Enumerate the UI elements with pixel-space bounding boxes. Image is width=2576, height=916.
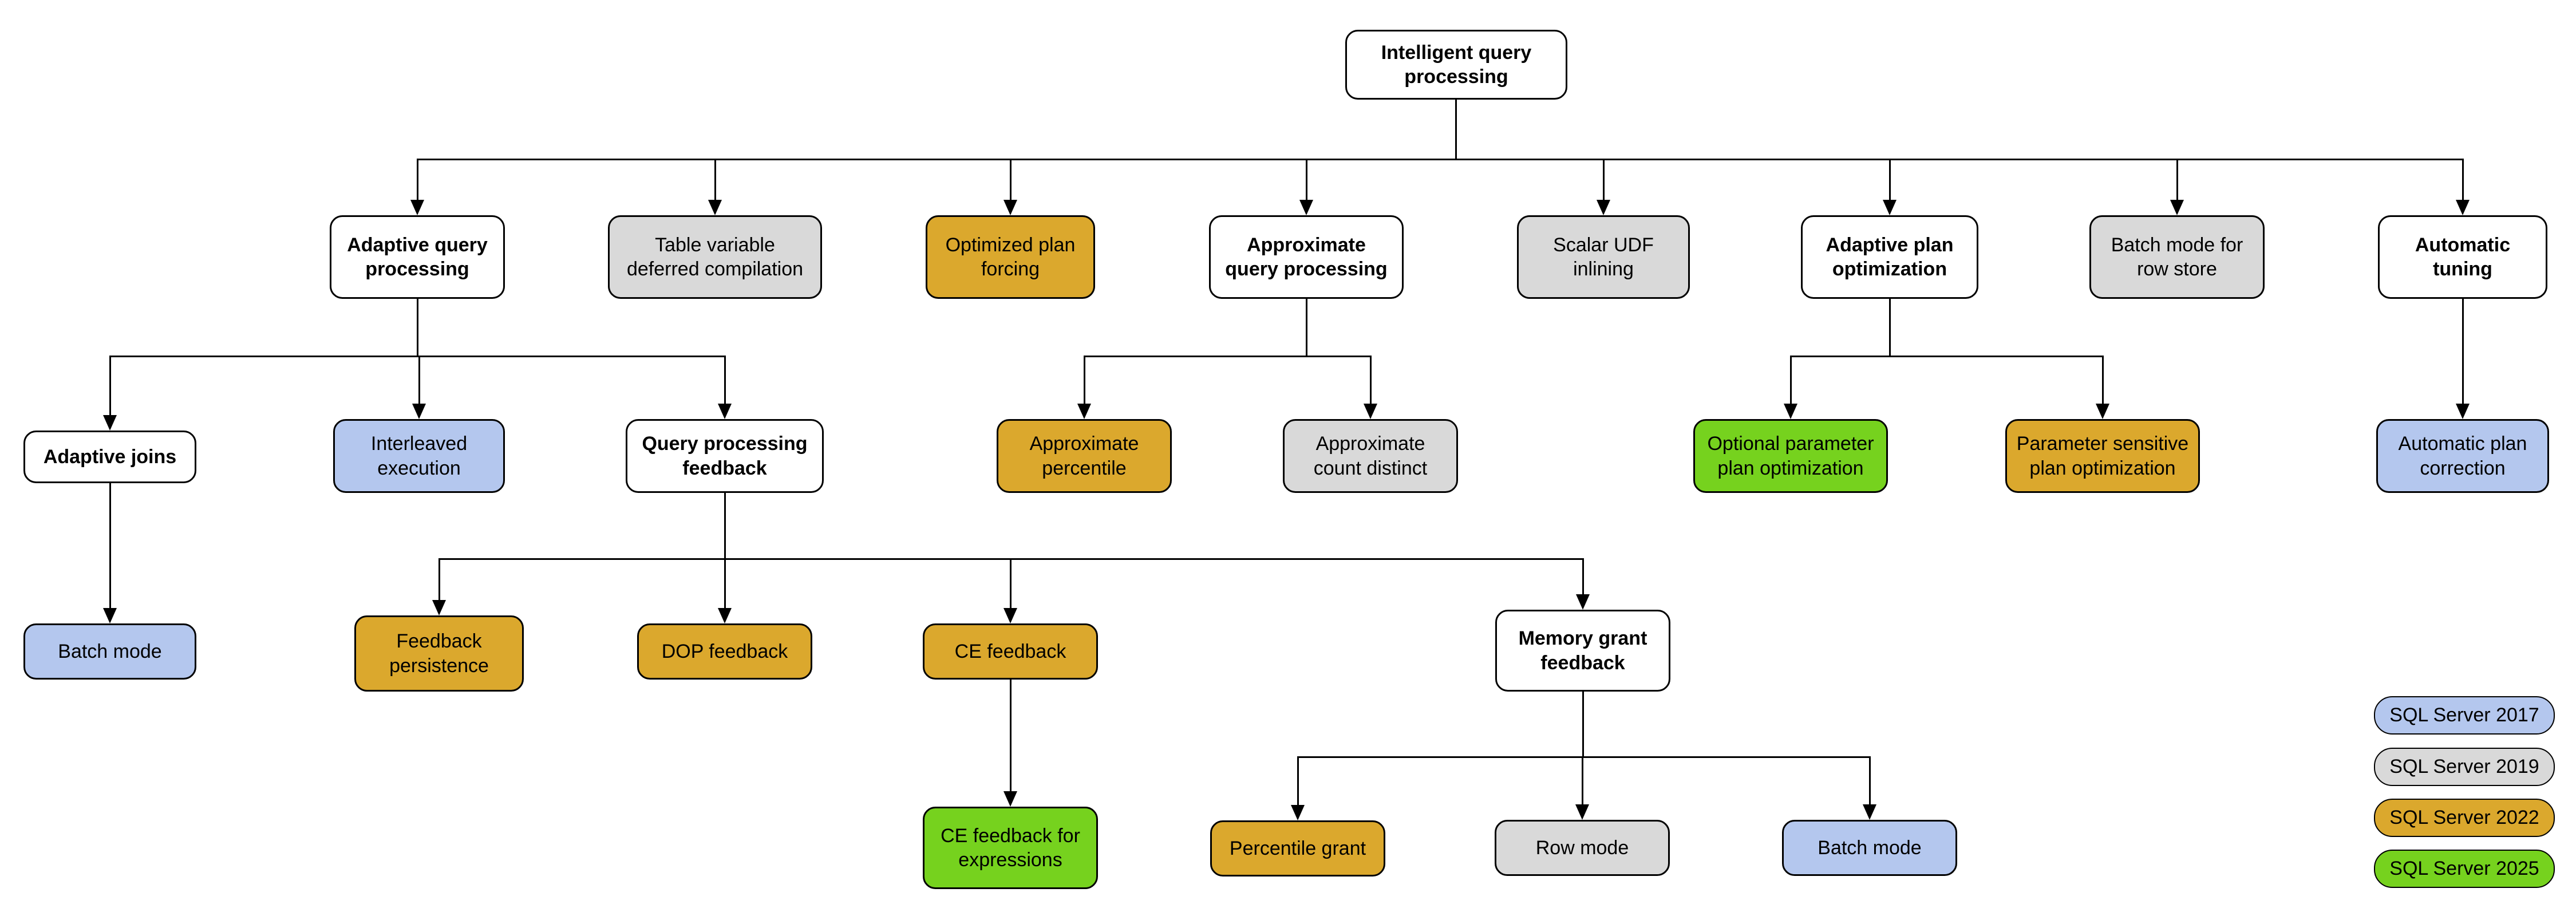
connector-line	[1868, 757, 1871, 806]
node-batch-mode-adaptive-joins: Batch mode	[23, 623, 196, 680]
connector-line	[724, 493, 726, 559]
connector-line	[416, 299, 418, 356]
node-batch-mode-memory-grant: Batch mode	[1782, 820, 1957, 876]
connector-bus-line	[438, 558, 1584, 560]
connector-line	[1789, 356, 1792, 405]
connector-bus-line	[1083, 355, 1372, 357]
connector-line	[1888, 299, 1891, 356]
arrowhead-down-icon	[1784, 404, 1797, 419]
connector-line	[724, 356, 726, 405]
connector-bus-line	[1297, 756, 1871, 758]
arrowhead-down-icon	[1299, 200, 1313, 215]
arrowhead-down-icon	[1003, 200, 1017, 215]
connector-bus-line	[416, 158, 2464, 160]
legend-sql-server-2025: SQL Server 2025	[2374, 850, 2555, 888]
arrowhead-down-icon	[2170, 200, 2184, 215]
connector-line	[418, 356, 420, 405]
node-parameter-sensitive-plan-optimization: Parameter sensitive plan optimization	[2005, 419, 2200, 493]
connector-line	[1305, 299, 1307, 356]
node-approximate-count-distinct: Approximate count distinct	[1283, 419, 1458, 493]
node-adaptive-joins: Adaptive joins	[23, 431, 196, 483]
node-ce-feedback-for-expressions: CE feedback for expressions	[923, 807, 1098, 889]
arrowhead-down-icon	[1576, 594, 1590, 610]
node-query-processing-feedback: Query processing feedback	[626, 419, 824, 493]
node-intelligent-query-processing: Intelligent query processing	[1345, 30, 1567, 100]
connector-line	[1602, 159, 1605, 202]
node-table-variable-deferred-compilation: Table variable deferred compilation	[608, 215, 822, 299]
arrowhead-down-icon	[2456, 200, 2470, 215]
connector-line	[109, 356, 111, 417]
node-approximate-percentile: Approximate percentile	[997, 419, 1172, 493]
connector-line	[1083, 356, 1085, 405]
connector-line	[2462, 159, 2464, 202]
connector-line	[1888, 159, 1891, 202]
legend-sql-server-2019: SQL Server 2019	[2374, 748, 2555, 786]
node-interleaved-execution: Interleaved execution	[333, 419, 505, 493]
legend-sql-server-2022: SQL Server 2022	[2374, 799, 2555, 837]
connector-line	[1009, 559, 1012, 610]
arrowhead-down-icon	[1597, 200, 1610, 215]
connector-line	[1009, 159, 1012, 202]
arrowhead-down-icon	[410, 200, 424, 215]
arrowhead-down-icon	[412, 404, 426, 419]
arrowhead-down-icon	[103, 608, 117, 623]
arrowhead-down-icon	[1364, 404, 1377, 419]
arrowhead-down-icon	[2096, 404, 2109, 419]
arrowhead-down-icon	[1003, 791, 1017, 807]
arrowhead-down-icon	[1003, 608, 1017, 623]
arrowhead-down-icon	[103, 415, 117, 431]
node-batch-mode-for-row-store: Batch mode for row store	[2089, 215, 2265, 299]
arrowhead-down-icon	[718, 404, 732, 419]
arrowhead-down-icon	[1883, 200, 1897, 215]
connector-bus-line	[109, 355, 726, 357]
connector-line	[714, 159, 716, 202]
legend-sql-server-2017: SQL Server 2017	[2374, 696, 2555, 735]
connector-line	[2101, 356, 2104, 405]
node-dop-feedback: DOP feedback	[637, 623, 812, 680]
node-optional-parameter-plan-optimization: Optional parameter plan optimization	[1693, 419, 1888, 493]
connector-line	[1455, 100, 1457, 159]
arrowhead-down-icon	[1863, 804, 1876, 820]
connector-line	[109, 483, 111, 610]
connector-line	[1581, 757, 1583, 806]
node-scalar-udf-inlining: Scalar UDF inlining	[1517, 215, 1690, 299]
connector-line	[1582, 692, 1584, 757]
connector-line	[1297, 757, 1299, 807]
connector-line	[1009, 680, 1012, 793]
node-feedback-persistence: Feedback persistence	[354, 615, 524, 692]
node-automatic-plan-correction: Automatic plan correction	[2376, 419, 2549, 493]
node-adaptive-plan-optimization: Adaptive plan optimization	[1801, 215, 1978, 299]
connector-line	[1369, 356, 1372, 405]
node-optimized-plan-forcing: Optimized plan forcing	[926, 215, 1095, 299]
arrowhead-down-icon	[718, 608, 732, 623]
node-memory-grant-feedback: Memory grant feedback	[1495, 610, 1670, 692]
node-automatic-tuning: Automatic tuning	[2378, 215, 2547, 299]
connector-line	[416, 159, 418, 202]
connector-line	[2176, 159, 2178, 202]
connector-bus-line	[1789, 355, 2104, 357]
connector-line	[438, 559, 440, 602]
arrowhead-down-icon	[708, 200, 722, 215]
connector-line	[1582, 559, 1584, 596]
arrowhead-down-icon	[1575, 804, 1589, 820]
node-row-mode: Row mode	[1495, 820, 1670, 876]
connector-line	[2462, 299, 2464, 405]
node-percentile-grant: Percentile grant	[1210, 820, 1385, 876]
arrowhead-down-icon	[432, 600, 446, 615]
arrowhead-down-icon	[2456, 404, 2470, 419]
arrowhead-down-icon	[1077, 404, 1091, 419]
node-adaptive-query-processing: Adaptive query processing	[330, 215, 505, 299]
arrowhead-down-icon	[1291, 805, 1305, 820]
connector-line	[1305, 159, 1307, 202]
node-ce-feedback: CE feedback	[923, 623, 1098, 680]
node-approximate-query-processing: Approximate query processing	[1209, 215, 1404, 299]
connector-line	[724, 559, 726, 610]
